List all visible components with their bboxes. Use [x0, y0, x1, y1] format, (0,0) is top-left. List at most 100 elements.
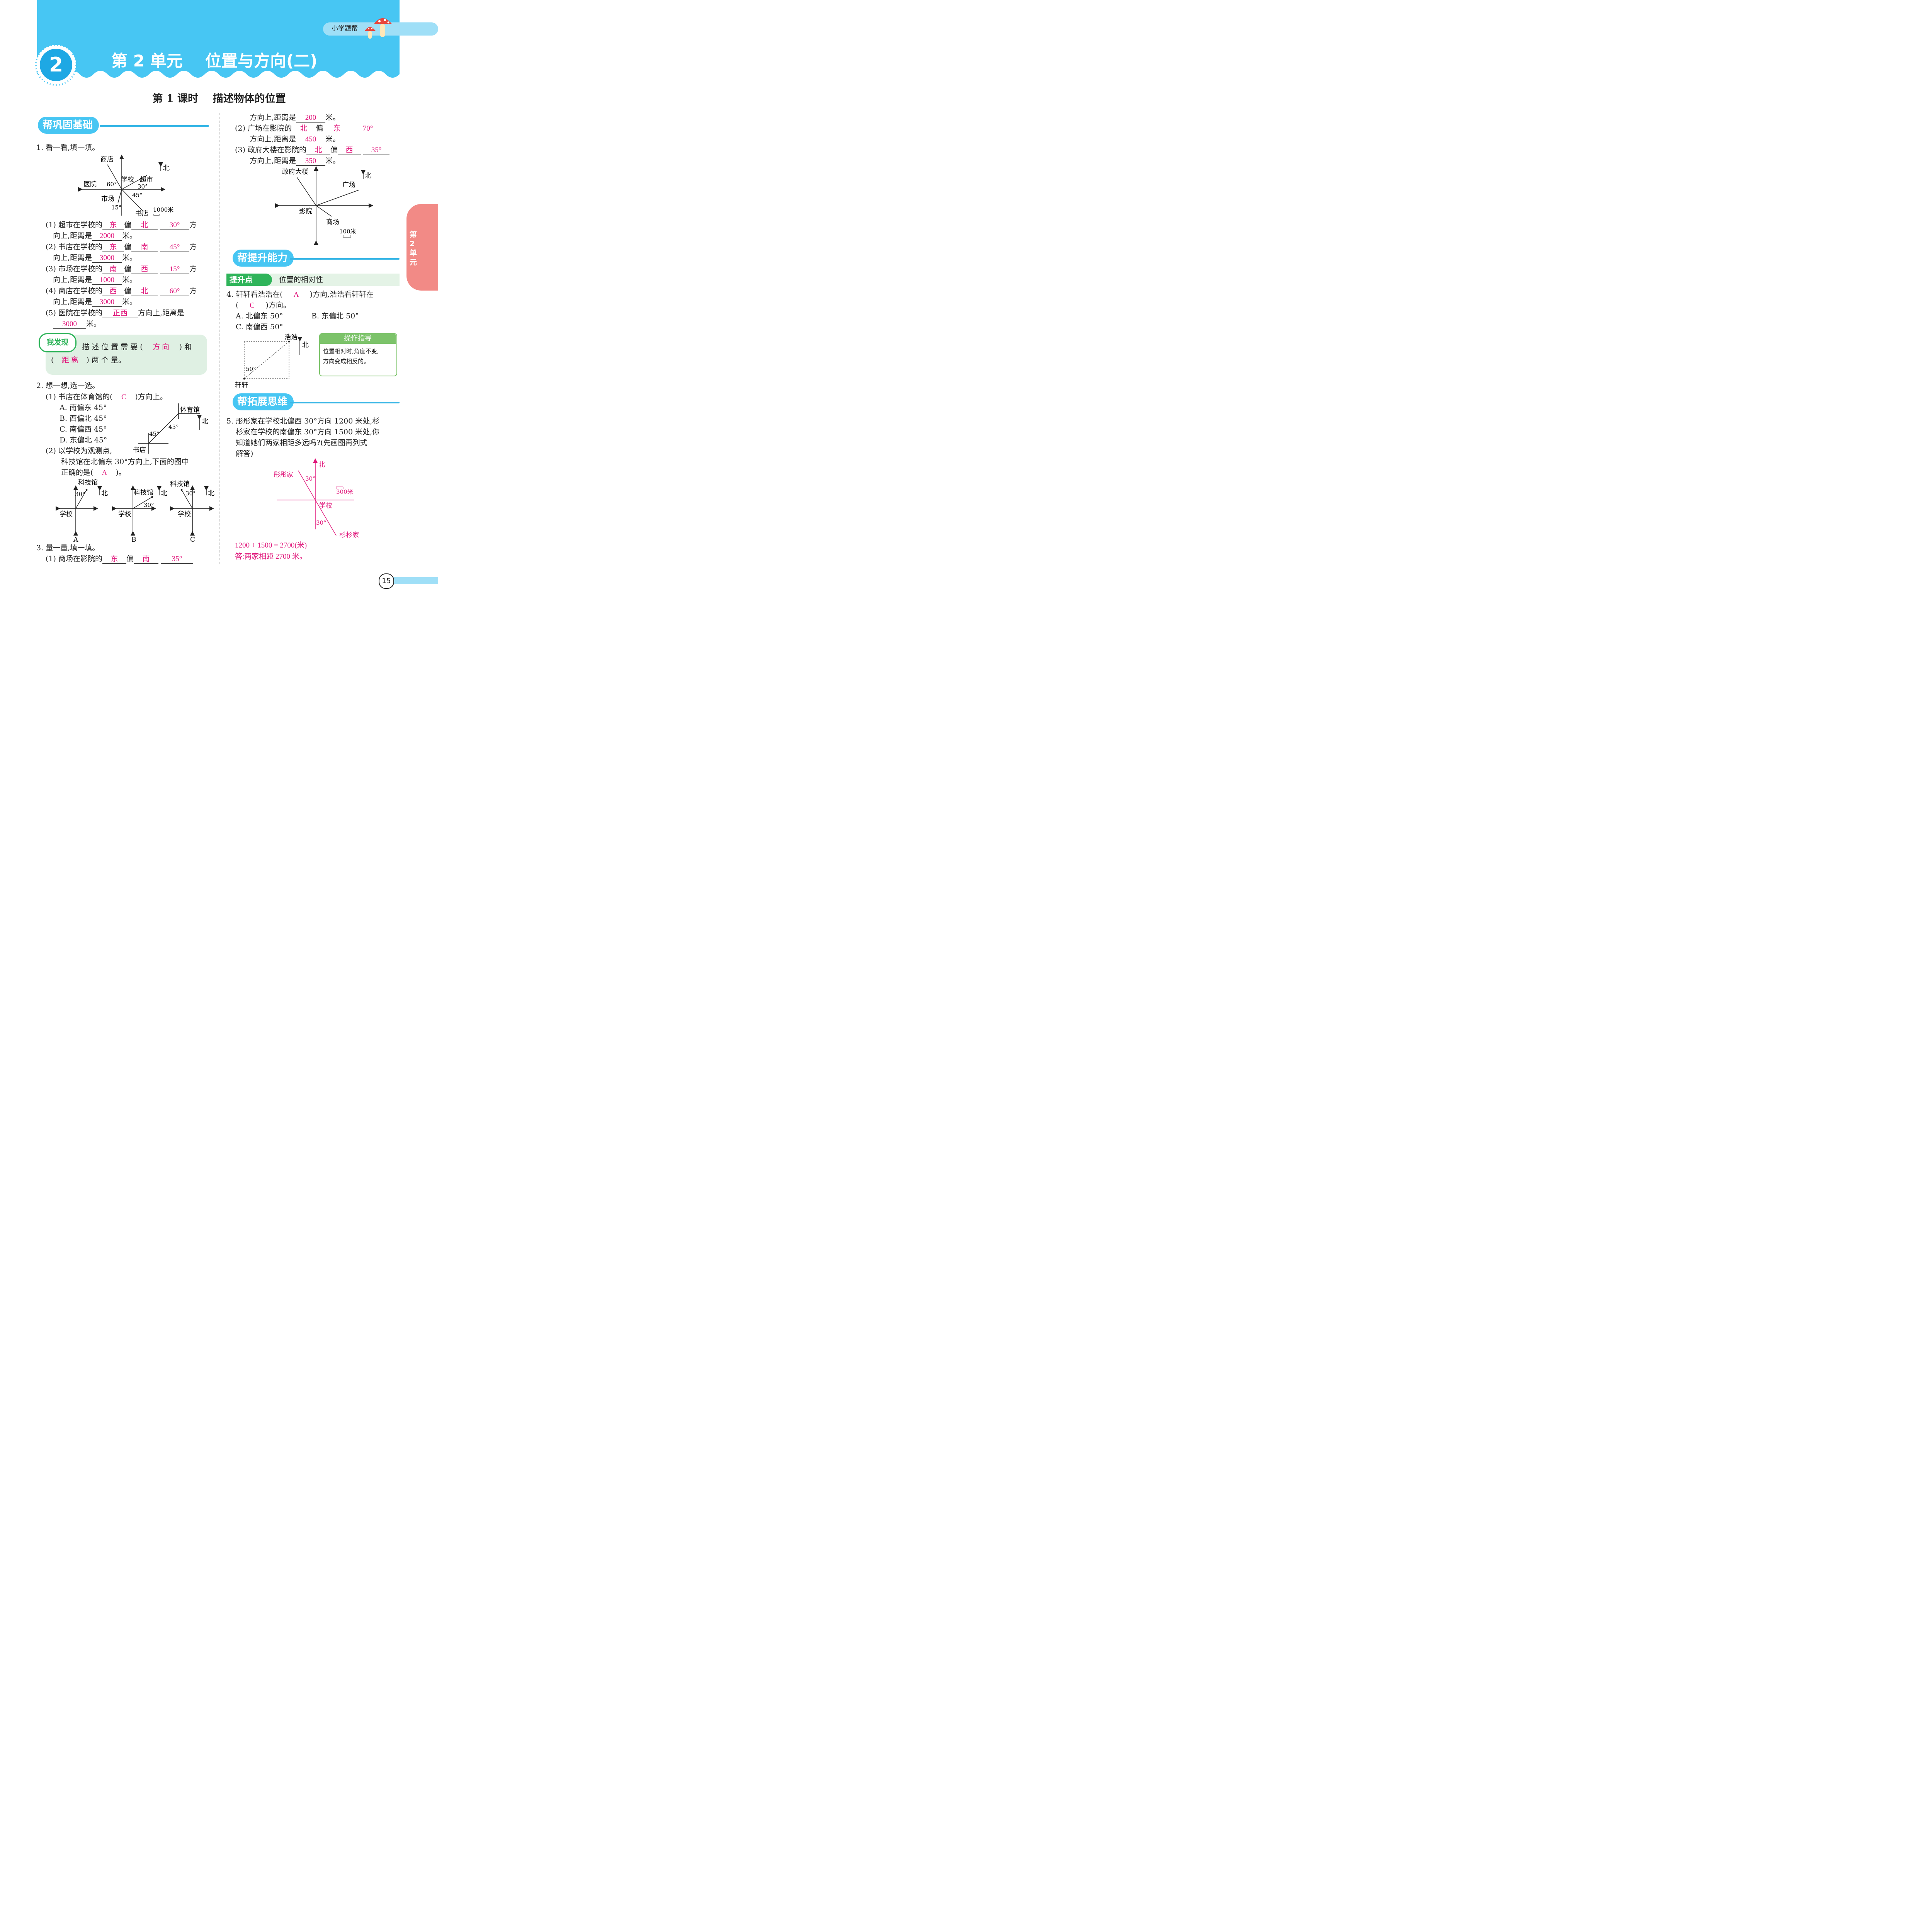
q2-option-figures: 科技馆 30° 北 学校 A 科技馆 30° 北 学校 B 科技馆 — [56, 479, 214, 544]
q4-angle-label: 50° — [246, 366, 256, 372]
q2-option-d: D. 东偏北 45° — [60, 436, 107, 444]
svg-text:北: 北 — [101, 490, 108, 497]
svg-text:科技馆: 科技馆 — [78, 479, 98, 486]
section-ability-badge: 帮提升能力 — [233, 250, 294, 267]
q1-angle15: 15° — [111, 204, 122, 211]
q1-angle45: 45° — [132, 192, 143, 199]
q5-north-label: 北 — [318, 461, 325, 469]
guide-title: 操作指导 — [320, 333, 396, 344]
point-badge: 提升点 — [226, 274, 272, 286]
q3-north-label: 北 — [365, 172, 371, 180]
page-number: 15 — [379, 573, 394, 589]
q2-angle-2: 45° — [149, 430, 160, 437]
q4-figure: 浩浩 北 50° 轩轩 — [235, 333, 309, 389]
section-extend-badge: 帮拓展思维 — [233, 393, 294, 410]
svg-text:北: 北 — [208, 490, 214, 497]
q5-line-3: 知道她们两家相距多远吗?(先画图再列式 — [236, 439, 367, 447]
q1-marketplace-label: 市场 — [101, 195, 114, 203]
page-number-bar — [386, 577, 438, 584]
q2-gym-figure: 体育馆 北 45° 45° 书店 — [133, 403, 208, 454]
q5-answer: 答:两家相距 2700 米。 — [235, 553, 307, 561]
q3-item-1-line1: (1) 商场在影院的东偏南 35° — [46, 553, 194, 564]
q4-north-label: 北 — [302, 341, 309, 349]
q5-line-2: 杉家在学校的南偏东 30°方向 1500 米处,你 — [236, 428, 380, 436]
q2-option-a: A. 南偏东 45° — [60, 403, 107, 412]
q1-shop-label: 商店 — [100, 156, 114, 163]
svg-text:30°: 30° — [185, 490, 196, 497]
guide-line-2: 方向变成相反的。 — [323, 358, 370, 365]
q4-xuanxuan-label: 轩轩 — [235, 381, 248, 389]
q3-scale-label: 100米 — [339, 228, 356, 235]
svg-text:30°: 30° — [144, 502, 154, 509]
q1-school-label: 学校 — [121, 176, 134, 184]
mushroom-icon — [365, 18, 392, 39]
q3-item-3-line1: (3) 政府大楼在影院的北偏西 35° — [235, 145, 390, 155]
q1-map: 商店 北 学校 超市 医院 60° 30° 45° 市场 15° 书店 1000… — [78, 155, 173, 218]
q2-angle-1: 45° — [168, 423, 179, 430]
svg-text:B: B — [131, 536, 136, 544]
guide-line-1: 位置相对时,角度不变, — [323, 348, 379, 355]
figure-option-a: 科技馆 30° 北 学校 A — [56, 479, 108, 544]
q3-square-label: 广场 — [342, 181, 355, 189]
q1-hospital-label: 医院 — [83, 180, 97, 188]
section-extend-rule — [290, 402, 400, 403]
svg-text:30°: 30° — [75, 491, 85, 498]
q2-part2-line1: (2) 以学校为观测点, — [46, 447, 112, 455]
figure-option-b: 科技馆 30° 北 学校 B — [112, 485, 167, 544]
q3-title: 3. 量一量,填一填。 — [36, 544, 100, 552]
figure-option-c: 科技馆 30° 北 学校 C — [170, 480, 214, 544]
q1-title: 1. 看一看,填一填。 — [36, 143, 100, 152]
q1-angle30: 30° — [138, 183, 148, 190]
svg-text:A: A — [73, 536, 78, 544]
workbook-page: 2 第 2 单元 位置与方向(二) 小学题帮 第 1 课时 描述物体的位置 第2… — [0, 0, 438, 608]
q2-gym-label: 体育馆 — [180, 406, 200, 414]
svg-text:北: 北 — [161, 490, 167, 497]
q5-school-label: 学校 — [319, 502, 332, 510]
lesson-title: 第 1 课时 描述物体的位置 — [152, 93, 286, 105]
q5-shan-label: 杉杉家 — [339, 531, 359, 539]
q5-line-4: 解答) — [236, 449, 253, 458]
q4-option-a: A. 北偏东 50° — [236, 312, 283, 320]
q4-line-1: 4. 轩轩看浩浩在(A)方向,浩浩看轩轩在 — [226, 290, 374, 299]
section-basic-badge: 帮巩固基础 — [38, 117, 99, 134]
svg-text:C: C — [190, 536, 195, 544]
brand-label: 小学题帮 — [332, 25, 358, 32]
q1-bookstore-label: 书店 — [135, 210, 148, 218]
q4-option-c: C. 南偏西 50° — [236, 323, 283, 331]
svg-text:科技馆: 科技馆 — [134, 489, 153, 497]
q2-part1: (1) 书店在体育馆的(C)方向上。 — [46, 393, 167, 401]
q1-angle60: 60° — [107, 181, 117, 188]
svg-text:学校: 学校 — [60, 510, 73, 518]
q3-cinema-label: 影院 — [299, 207, 312, 215]
q5-figure: 北 彤彤家 30° 300米 学校 30° 杉杉家 — [274, 458, 359, 539]
q4-line-2: (C)方向。 — [236, 301, 291, 310]
q1-market-label: 超市 — [140, 176, 153, 184]
discover-line-1: 描 述 位 置 需 要 (方 向) 和 — [82, 343, 192, 351]
point-text: 位置的相对性 — [279, 276, 323, 284]
q5-angle-2: 30° — [316, 519, 327, 526]
q3-mall-label: 商场 — [326, 218, 339, 226]
q5-equation: 1200 + 1500 = 2700(米) — [235, 541, 307, 549]
q2-part2-line2: 科技馆在北偏东 30°方向上,下面的图中 — [61, 457, 189, 466]
q2-option-b: B. 西偏北 45° — [60, 414, 107, 423]
side-tab-label: 第2单元 — [410, 230, 417, 267]
q3-item-2-line1: (2) 广场在影院的北偏东 70° — [235, 123, 383, 134]
q5-scale-label: 300米 — [336, 488, 353, 495]
unit-number: 2 — [49, 53, 63, 77]
q3-gov-label: 政府大楼 — [282, 168, 308, 176]
q2-option-c: C. 南偏西 45° — [60, 425, 107, 434]
svg-text:学校: 学校 — [178, 510, 191, 518]
q5-angle-1: 30° — [305, 475, 316, 482]
unit-title: 第 2 单元 位置与方向(二) — [111, 51, 318, 70]
header-banner — [35, 0, 438, 86]
svg-text:科技馆: 科技馆 — [170, 480, 190, 488]
q1-scale-label: 1000米 — [153, 206, 173, 213]
discover-line-2: (距 离) 两 个 量。 — [51, 356, 126, 364]
